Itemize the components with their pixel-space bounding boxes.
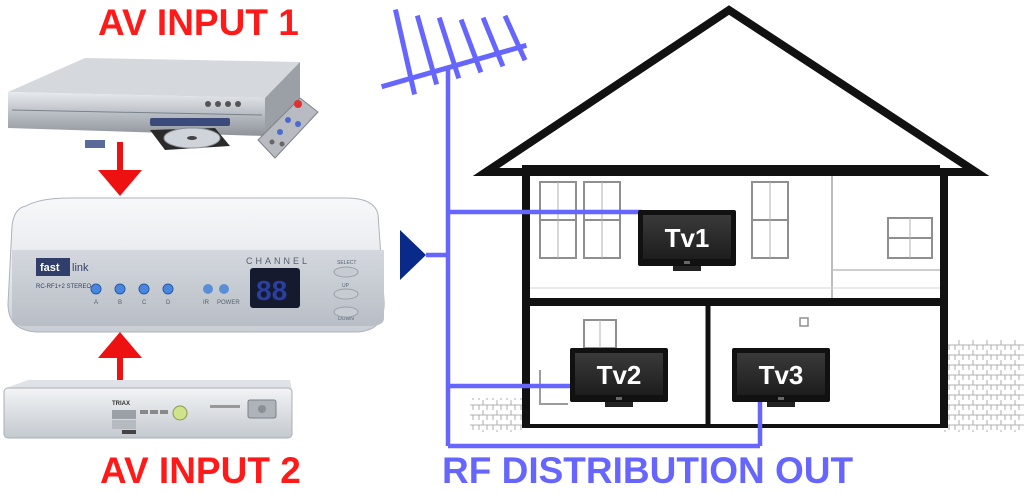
power-label: POWER bbox=[217, 300, 240, 306]
input-led-a-icon bbox=[90, 283, 102, 295]
satellite-receiver: TRIAX bbox=[3, 380, 293, 439]
brand-name: fast bbox=[40, 262, 60, 274]
tv-screen bbox=[643, 215, 731, 259]
input-label: C bbox=[142, 300, 147, 306]
dvd-indicator bbox=[85, 140, 105, 148]
input-led-c-icon bbox=[138, 283, 150, 295]
tv-3: Tv3 bbox=[732, 348, 830, 407]
window-icon bbox=[583, 181, 621, 259]
stone-foundation bbox=[944, 340, 1024, 432]
tv-label: Tv2 bbox=[597, 360, 642, 390]
rf-modulator: fast link RC-RF1+2 STEREO CHANNEL 88 A B C… bbox=[7, 197, 385, 333]
brand-logo bbox=[36, 258, 70, 276]
tv-stand bbox=[605, 402, 633, 407]
channel-digits: 88 bbox=[256, 275, 287, 306]
tv-stand bbox=[673, 266, 701, 271]
av-input-2-label: AV INPUT 2 bbox=[100, 450, 301, 491]
brand-suffix: link bbox=[72, 262, 89, 274]
arrow-up-icon bbox=[98, 332, 142, 382]
dvd-player bbox=[8, 58, 300, 150]
window-icon bbox=[539, 181, 577, 259]
tv-1: Tv1 bbox=[638, 210, 736, 271]
tv-2: Tv2 bbox=[570, 348, 668, 407]
down-button bbox=[333, 306, 359, 318]
dvd-button bbox=[215, 101, 221, 107]
receiver-brand: TRIAX bbox=[112, 401, 130, 407]
tv-screen bbox=[575, 353, 663, 395]
remote-control bbox=[257, 97, 319, 159]
tv-label: Tv3 bbox=[759, 360, 804, 390]
up-label: UP bbox=[342, 283, 350, 289]
tv-screen bbox=[737, 353, 825, 395]
rf-cable bbox=[426, 66, 763, 449]
house bbox=[470, 5, 1024, 432]
input-selector-group: A B C D bbox=[90, 283, 174, 306]
dvd-tray-slot bbox=[150, 118, 230, 126]
window-icon bbox=[751, 181, 789, 259]
up-button bbox=[333, 288, 359, 300]
model-name: RC-RF1+2 STEREO bbox=[36, 284, 92, 290]
dvd-player-top bbox=[8, 58, 300, 98]
input-label: D bbox=[166, 300, 171, 306]
dvd-button bbox=[235, 101, 241, 107]
select-button bbox=[333, 266, 359, 278]
tv-stand bbox=[767, 402, 795, 407]
receiver-display bbox=[112, 410, 136, 419]
dvd-player-side bbox=[265, 62, 300, 136]
dvd-button bbox=[225, 101, 231, 107]
antenna-icon bbox=[380, 9, 528, 95]
house-roof bbox=[472, 5, 990, 176]
receiver-power-button bbox=[172, 405, 188, 421]
channel-title: CHANNEL bbox=[246, 256, 310, 266]
input-label: A bbox=[94, 300, 98, 306]
arrow-down-icon bbox=[98, 142, 142, 196]
down-label: DOWN bbox=[338, 316, 354, 322]
select-label: SELECT bbox=[337, 260, 356, 266]
window-icon bbox=[887, 217, 933, 259]
ir-sensor-icon bbox=[203, 284, 213, 294]
rf-distribution-out-label: RF DISTRIBUTION OUT bbox=[442, 450, 854, 491]
window-icon bbox=[583, 319, 617, 349]
input-led-d-icon bbox=[162, 283, 174, 295]
ir-label: IR bbox=[203, 300, 210, 306]
tv-label: Tv1 bbox=[665, 223, 710, 253]
rf-output-connector-icon bbox=[400, 230, 426, 280]
power-led-icon bbox=[219, 284, 229, 294]
channel-display bbox=[250, 268, 300, 308]
dvd-button bbox=[205, 101, 211, 107]
input-led-b-icon bbox=[114, 283, 126, 295]
input-label: B bbox=[118, 300, 122, 306]
av-input-1-label: AV INPUT 1 bbox=[98, 2, 299, 43]
